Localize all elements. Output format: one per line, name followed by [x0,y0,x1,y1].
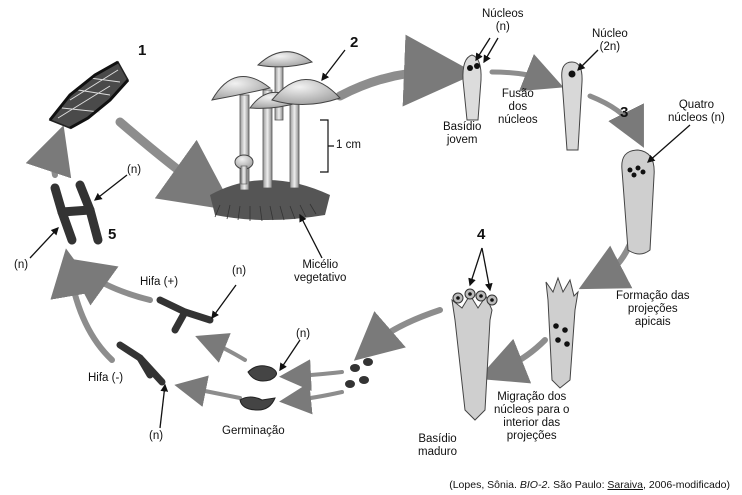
hifa-5 [55,185,98,240]
label-basidio-maduro: Basídio maduro [418,433,457,459]
germinating-spores [240,366,277,410]
arrow-2-to-basidio [340,72,440,96]
basidio-nucleo-2n [562,62,582,150]
label-micelio-vegetativo: Micélio vegetativo [294,259,346,285]
step-2-number: 2 [350,34,358,51]
hifa-plus [160,300,210,330]
label-hifa-plus: Hifa (+) [140,276,178,289]
label-nucleos-n: Núcleos (n) [482,8,524,34]
arrow-fusion [492,72,545,80]
step-5-number: 5 [108,226,116,243]
label-hifa-minus: Hifa (-) [88,372,123,385]
step-3-number: 3 [620,104,628,121]
mycelium-network [50,62,128,128]
label-n-hifa-minus: (n) [149,430,163,443]
arrow-5-to-1 [54,148,56,175]
label-n-5-top: (n) [127,164,141,177]
label-scale-1cm: 1 cm [336,139,361,152]
label-fusao-nucleos: Fusão dos núcleos [498,88,538,127]
cycle-arrows [54,72,635,400]
label-basidio-jovem: Basídio jovem [443,121,481,147]
arrow-1-to-2 [120,122,205,190]
arrow-to-maduro [500,340,545,370]
spores [345,358,373,388]
arrow-spore-top [295,372,342,376]
basidio-projecoes [546,278,578,388]
label-germinacao: Germinação [222,425,285,438]
label-n-hifa-plus: (n) [232,265,246,278]
label-n-5-left: (n) [14,259,28,272]
label-n-spore: (n) [296,328,310,341]
label-migracao-nucleos: Migração dos núcleos para o interior das… [494,391,569,443]
step-4-number: 4 [477,226,485,243]
arrow-to-hifa-minus [190,388,240,398]
label-formacao-projecoes: Formação das projeções apicais [616,290,690,329]
basidio-quatro-nucleos [622,150,654,254]
arrow-to-hifa-plus [210,342,245,360]
mushroom-cluster [210,52,340,221]
label-quatro-nucleos: Quatro núcleos (n) [668,99,725,125]
basidio-jovem [463,55,481,120]
label-nucleo-2n: Núcleo (2n) [592,28,628,54]
arrow-spore-bottom [295,392,342,400]
hifa-minus [120,345,162,382]
step-1-number: 1 [138,42,146,59]
arrow-to-spores [372,310,440,345]
scale-bracket [320,120,334,172]
source-caption: (Lopes, Sônia. BIO-2. São Paulo: Saraiva… [449,479,730,491]
basidio-maduro [452,289,497,420]
